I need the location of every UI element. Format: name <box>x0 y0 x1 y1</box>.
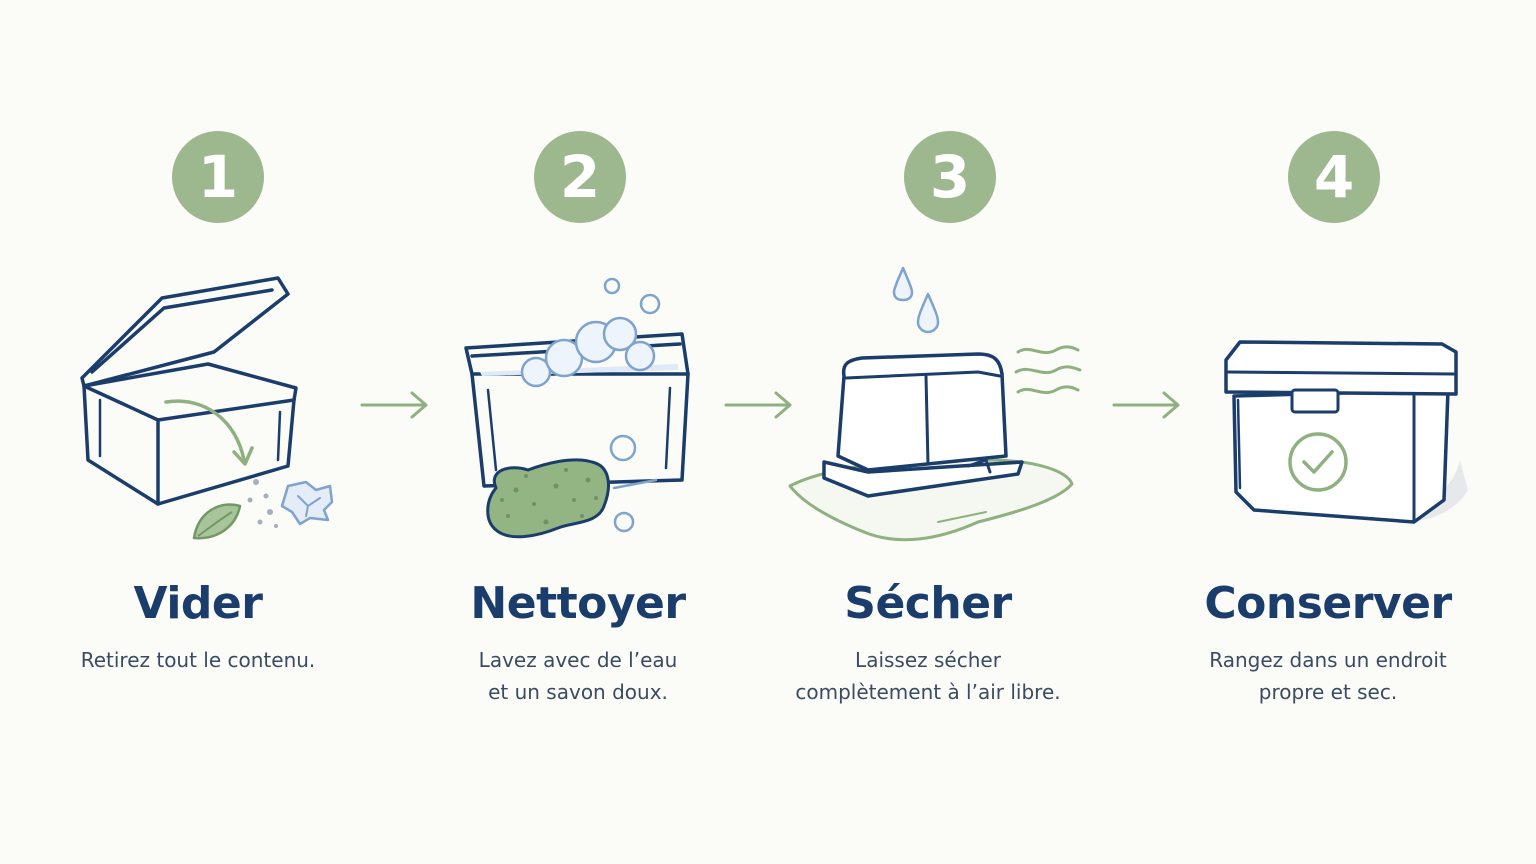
open-box-emptying-icon <box>80 276 334 540</box>
step-description: Laissez sécher complètement à l’air libr… <box>795 648 1061 704</box>
arrow-right-icon <box>1112 391 1180 419</box>
box-drying-icon <box>788 266 1082 542</box>
arrow-right-icon <box>360 391 428 419</box>
step-description: Retirez tout le contenu. <box>80 648 316 672</box>
step-number-badge: 1 <box>172 131 264 223</box>
closed-box-check-icon <box>1224 340 1468 524</box>
step-1: 1 <box>8 0 388 864</box>
step-description: Rangez dans un endroit propre et sec. <box>1209 648 1447 704</box>
step-4: 4 Conserver Rangez dans un endroit propr… <box>1138 0 1518 864</box>
step-title: Vider <box>133 578 263 629</box>
step-title: Sécher <box>844 578 1012 629</box>
step-description: Lavez avec de l’eau et un savon doux. <box>478 648 678 704</box>
box-washing-sponge-icon <box>464 277 690 539</box>
arrow-right-icon <box>724 391 792 419</box>
step-title: Nettoyer <box>470 578 686 629</box>
step-3: 3 Sécher Laissez sécher compl <box>738 0 1118 864</box>
step-number-badge: 2 <box>534 131 626 223</box>
step-number-badge: 3 <box>904 131 996 223</box>
step-title: Conserver <box>1204 578 1452 629</box>
step-2: 2 <box>388 0 768 864</box>
step-number-badge: 4 <box>1288 131 1380 223</box>
